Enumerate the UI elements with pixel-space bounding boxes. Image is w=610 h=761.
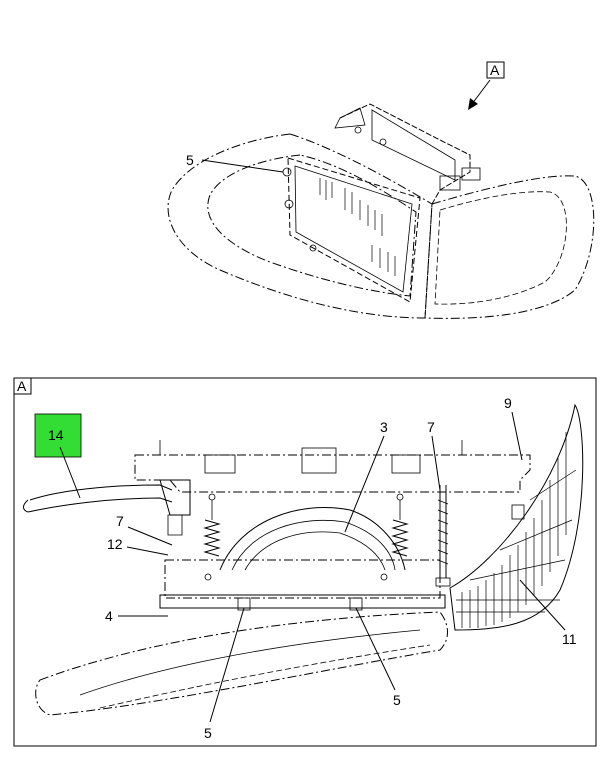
callout-11: 11	[562, 631, 577, 647]
detail-drawing	[23, 403, 584, 723]
callout-4: 4	[105, 608, 113, 624]
callout-7-left: 7	[116, 513, 124, 529]
callout-top-5: 5	[186, 152, 194, 168]
adjuster-springs	[203, 493, 409, 557]
callout-5-right: 5	[393, 692, 401, 708]
view-label-detail: A	[17, 378, 27, 394]
detail-view-frame: A	[13, 377, 597, 747]
callout-5-left: 5	[204, 725, 212, 741]
view-label-top: A	[490, 62, 500, 78]
callout-12: 12	[107, 536, 123, 552]
view-reference-a: A	[468, 61, 505, 110]
callout-7-right: 7	[427, 419, 435, 435]
callout-14: 14	[48, 427, 64, 443]
lens-hatching	[319, 178, 396, 276]
marker-hatching	[456, 432, 577, 628]
headlamp-assembly-view: 5	[167, 103, 595, 319]
highlighted-part-14[interactable]: 14	[34, 413, 82, 458]
callout-9: 9	[504, 395, 512, 411]
callout-3: 3	[380, 419, 388, 435]
